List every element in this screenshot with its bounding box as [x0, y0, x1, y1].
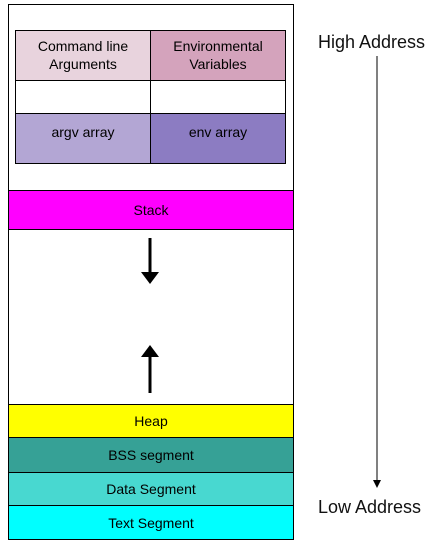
text-segment: Text Segment — [8, 505, 294, 540]
heap-segment: Heap — [8, 404, 294, 438]
data-segment: Data Segment — [8, 472, 294, 506]
env-array-label: env array — [188, 124, 248, 140]
bss-segment: BSS segment — [8, 437, 294, 473]
bss-label: BSS segment — [108, 447, 194, 463]
stack-segment: Stack — [8, 190, 294, 230]
command-line-arguments-cell: Command line Arguments — [15, 30, 151, 81]
command-line-arguments-label: Command line Arguments — [37, 38, 129, 72]
data-segment-label: Data Segment — [106, 481, 196, 497]
text-segment-label: Text Segment — [108, 514, 194, 531]
environmental-variables-label: Environmental Variables — [173, 38, 263, 72]
env-array-cell: env array — [150, 113, 286, 164]
args-empty-cell — [15, 80, 151, 114]
low-address-label: Low Address — [318, 497, 422, 517]
heap-growth-up-arrow-icon — [141, 345, 159, 393]
argv-array-label: argv array — [51, 124, 115, 140]
heap-label: Heap — [134, 413, 168, 429]
environmental-variables-cell: Environmental Variables — [150, 30, 286, 81]
stack-growth-down-arrow-icon — [141, 238, 159, 284]
argv-array-cell: argv array — [15, 113, 151, 164]
stack-label: Stack — [133, 202, 169, 218]
env-empty-cell — [150, 80, 286, 114]
high-address-label: High Address — [318, 32, 426, 52]
address-direction-arrow-icon — [373, 56, 381, 488]
